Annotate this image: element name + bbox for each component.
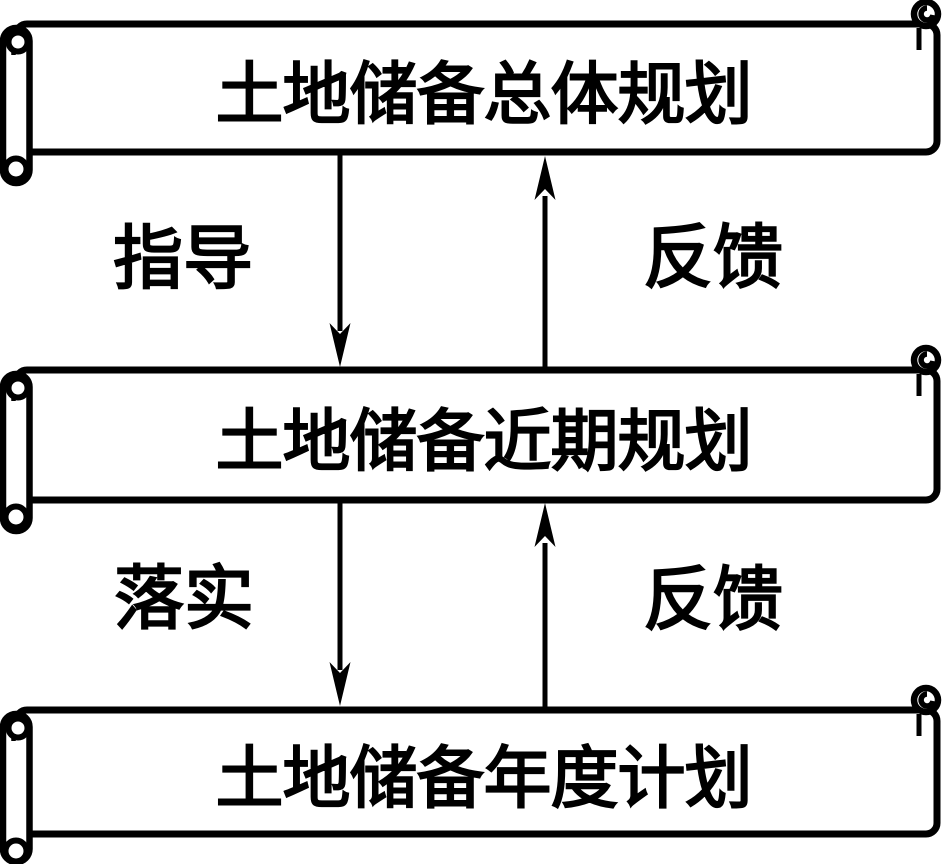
arrow-feedback-up-2 <box>534 503 556 711</box>
scroll-node-annual-plan <box>0 684 942 864</box>
scroll-node-overall-plan <box>0 0 942 187</box>
scroll-roll-bottom-circle <box>2 837 30 864</box>
arrow-guidance-down <box>329 155 351 367</box>
scroll-node-nearterm-plan <box>0 344 942 535</box>
arrow-down-icon <box>329 662 351 706</box>
edge-label-feedback-2: 反馈 <box>643 562 783 640</box>
arrow-down-icon <box>329 323 351 367</box>
scroll-roll-top-circle <box>5 715 31 741</box>
scroll-roll-top-circle <box>5 29 31 55</box>
arrow-up-icon <box>534 156 556 200</box>
node-label-nearterm-plan: 土地储备近期规划 <box>215 403 752 480</box>
node-label-overall-plan: 土地储备总体规划 <box>215 56 752 133</box>
scroll-curl-hook <box>918 351 936 369</box>
edge-label-implement: 落实 <box>114 561 254 639</box>
arrow-implement-down <box>329 503 351 706</box>
scroll-curl-hook <box>918 5 936 23</box>
arrow-feedback-up-1 <box>534 156 556 371</box>
scroll-roll-icon <box>0 24 33 187</box>
scroll-roll-bottom-circle <box>2 155 30 183</box>
edge-label-feedback-1: 反馈 <box>643 220 783 298</box>
scroll-roll-icon <box>0 370 33 535</box>
arrow-up-icon <box>534 503 556 547</box>
scroll-roll-bottom-circle <box>2 503 30 531</box>
node-label-annual-plan: 土地储备年度计划 <box>215 740 752 817</box>
edge-label-guidance: 指导 <box>113 221 253 299</box>
scroll-roll-top-circle <box>5 375 31 401</box>
scroll-curl-hook <box>918 691 936 709</box>
